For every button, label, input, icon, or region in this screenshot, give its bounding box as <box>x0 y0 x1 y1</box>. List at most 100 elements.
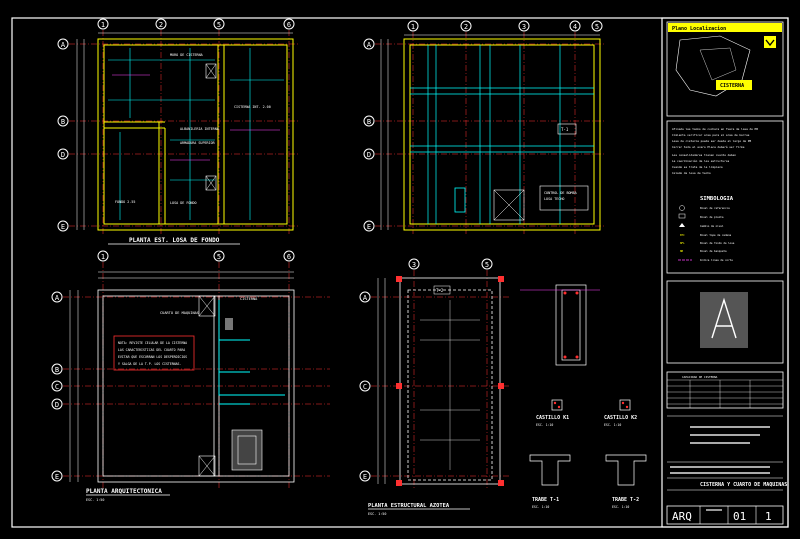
sheet-number: 01 <box>733 510 746 523</box>
grid-label: D <box>55 401 59 409</box>
note: CISTERNA INT. 2.00 <box>234 105 271 109</box>
location-plan-frame <box>666 21 784 117</box>
title-block-border <box>661 17 789 528</box>
note: T-1 <box>561 127 569 132</box>
general-note: Afinado las tanks de cuchara en fuera de… <box>672 127 758 131</box>
grid-label: 5 <box>217 21 221 29</box>
symbol-legend: Nivel de referencia Nivel de planta Camb… <box>678 205 735 262</box>
columns-4 <box>396 276 504 486</box>
general-note: Cuando se trata de la limpieza <box>672 165 723 169</box>
drawing-arquitectonica: 1 5 6 A B C D E <box>51 250 330 502</box>
grid-label: 5 <box>217 253 221 261</box>
grid-label: 1 <box>101 21 105 29</box>
pit-box <box>493 189 525 221</box>
grid-label: A <box>55 294 60 302</box>
symbol-label: Nivel tope de cadena <box>700 233 732 237</box>
grid-label: E <box>363 473 367 481</box>
svg-text:NB: NB <box>680 249 684 253</box>
pipes-3 <box>218 300 285 405</box>
note: ARMADURA SUPERIOR <box>180 141 216 145</box>
note-box <box>113 335 195 371</box>
dim-lines-2 <box>380 34 600 230</box>
general-note: Losa de cisterna puede ser desde el larg… <box>672 139 751 143</box>
note: EVITAR QUE ESCURRAN LOS DESPERDICIOS <box>118 355 187 359</box>
detail-title: TRABE T-1 <box>532 497 559 503</box>
plan-code: ARQ <box>672 510 692 523</box>
location-tag <box>716 80 752 90</box>
grid-bubbles-left-3: A B C D E <box>51 291 63 482</box>
drawing-losa-techo: 1 2 3 4 5 A B D E <box>363 20 606 234</box>
ties-1 <box>112 74 280 161</box>
grid-label: A <box>367 41 372 49</box>
symbol-label: Cambio de nivel <box>700 224 724 228</box>
grid-label: 5 <box>595 23 599 31</box>
grid-label: 2 <box>464 23 468 31</box>
grid-bubbles-left-2: A B D E <box>363 38 375 232</box>
grid-bubbles-top-2: 1 2 3 4 5 <box>407 20 603 32</box>
svg-text:NTC: NTC <box>680 233 685 237</box>
symbol-label: Indica linea de corte <box>700 258 733 262</box>
note: LAS CARACTERISTICAS DEL CUARTO PARA <box>118 348 185 352</box>
detail-scale: ESC. 1:10 <box>612 505 629 509</box>
grid-label: B <box>61 118 65 126</box>
grid-label: 6 <box>287 21 291 29</box>
dim-lines-1 <box>76 32 293 230</box>
symbol-label: Nivel de fondo de losa <box>700 241 735 245</box>
grid-label: B <box>367 118 371 126</box>
note: NOTA: REVISTE CELULAR DE LA CISTERNA <box>118 341 187 345</box>
grid-label: C <box>55 383 59 391</box>
grid-label: 3 <box>412 261 416 269</box>
grid-label: E <box>61 223 65 231</box>
svg-text:NFL: NFL <box>680 241 685 245</box>
grid-bubbles-top-1: 1 2 5 6 <box>97 18 295 30</box>
grid-bubbles-top-3: 1 5 6 <box>97 250 295 262</box>
drawing-scale: ESC. 1:50 <box>86 498 104 502</box>
room-label: CUARTO DE MAQUINAS <box>160 311 199 315</box>
grid-label: D <box>367 151 371 159</box>
table-header: CAPACIDAD DE CISTERNA <box>682 375 718 379</box>
grid-label: B <box>55 366 59 374</box>
project-info-lines <box>667 415 783 491</box>
grid-label: 1 <box>411 23 415 31</box>
detail-title: CASTILLO K1 <box>536 415 569 421</box>
grid-bubbles-top-4: 3 5 <box>408 258 493 270</box>
general-note: La coordinación de los estructuras <box>672 159 730 163</box>
sheet-id-frame <box>666 505 784 525</box>
grid-label: D <box>61 151 65 159</box>
location-tag-label: CISTERNA <box>720 83 744 89</box>
notes-1: MURO DE CISTERNA ALBANILERIA INTERNA ARM… <box>115 53 271 205</box>
detail-title: CASTILLO K2 <box>604 415 637 421</box>
grid-label: A <box>61 41 66 49</box>
grid-label: 6 <box>287 253 291 261</box>
grid-bubbles-left-1: A B D E <box>57 38 69 232</box>
dim-lines-3 <box>69 271 294 482</box>
project-name: CISTERNA Y CUARTO DE MAQUINAS <box>700 482 787 488</box>
drawing-estructural-azotea: 3 5 A C E T-2 <box>359 258 510 516</box>
rebar-2 <box>410 45 594 224</box>
drawing-title: PLANTA ESTRUCTURAL AZOTEA <box>368 503 450 509</box>
walls-1 <box>97 38 294 231</box>
note-lines-3: NOTA: REVISTE CELULAR DE LA CISTERNA LAS… <box>118 341 187 366</box>
note: MURO DE CISTERNA <box>170 53 203 57</box>
capacity-table <box>666 371 784 409</box>
detail-scale: ESC. 1:10 <box>604 423 621 427</box>
equipment-box <box>231 429 263 471</box>
grid-label: 1 <box>101 253 105 261</box>
pit-box <box>205 63 217 79</box>
symbol-label: Nivel de banqueta <box>700 249 727 253</box>
grid-bubbles-left-4: A C E <box>359 291 371 482</box>
detail-scale: ESC. 1:10 <box>536 423 553 427</box>
general-note: Cimiento verificar area para el area de … <box>672 133 750 137</box>
drawing-losa-fondo: 1 2 5 6 A B D E <box>57 18 300 245</box>
general-note: Correr todo el acero Placa deberá ser fi… <box>672 145 745 149</box>
note: LOSA TECHO <box>544 197 564 201</box>
symbol-label: Nivel de planta <box>700 215 724 219</box>
logo-frame <box>666 280 784 364</box>
grid-label: A <box>363 294 368 302</box>
north-arrow-icon <box>764 36 776 48</box>
grid-label: E <box>367 223 371 231</box>
simbologia-title: SIMBOLOGIA <box>700 196 734 202</box>
title-block: Plano Localizacion CISTERNA Afinado las … <box>666 21 787 525</box>
symbol-label: Nivel de referencia <box>700 206 730 210</box>
